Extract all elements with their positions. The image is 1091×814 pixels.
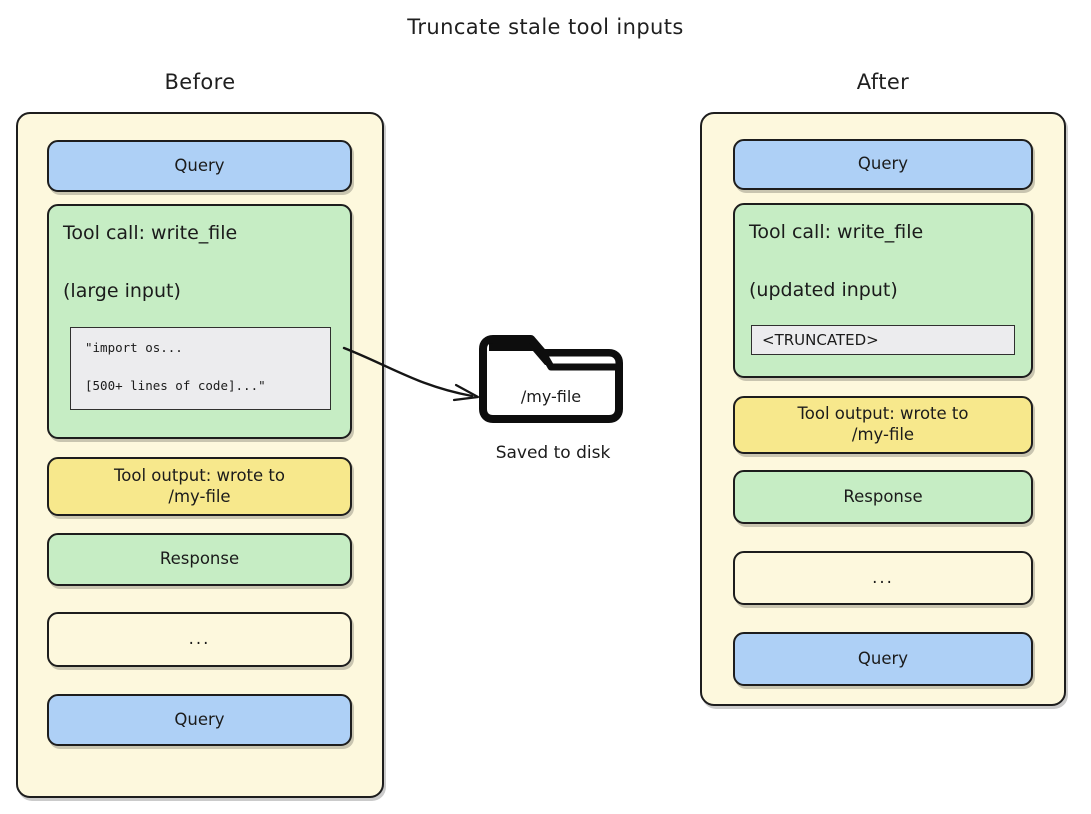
block-label: Query <box>174 155 225 175</box>
before-code-pane: "import os... [500+ lines of code]..." <box>70 327 331 410</box>
folder-group: /my-file Saved to disk <box>477 333 629 468</box>
after-query-block-bottom: Query <box>733 632 1033 686</box>
tool-output-line-2: /my-file <box>851 425 915 444</box>
block-label: ... <box>872 567 894 587</box>
block-label: Response <box>843 486 923 506</box>
before-tool-call-title: Tool call: write_file <box>63 222 238 244</box>
tool-output-line-1: Tool output: wrote to <box>797 404 969 424</box>
tool-output-line-2: /my-file <box>168 486 231 506</box>
after-response-block: Response <box>733 470 1033 524</box>
folder-caption: Saved to disk <box>495 443 611 463</box>
after-ellipsis-block: ... <box>733 551 1033 605</box>
before-tool-call-subtitle: (large input) <box>63 279 181 302</box>
truncated-label: <TRUNCATED> <box>762 331 879 349</box>
page-title: Truncate stale tool inputs <box>407 15 684 39</box>
before-tool-output-block: Tool output: wrote to /my-file <box>47 457 352 516</box>
code-line-1: "import os... <box>85 340 183 355</box>
code-line-2: [500+ lines of code]..." <box>85 378 266 394</box>
before-query-block-top: Query <box>47 140 352 192</box>
block-label: ... <box>188 629 211 649</box>
after-truncated-pane: <TRUNCATED> <box>751 325 1015 355</box>
folder-file-label: /my-file <box>520 387 582 406</box>
after-tool-output-block: Tool output: wrote to /my-file <box>733 396 1033 454</box>
column-heading-after: After <box>856 70 910 94</box>
before-response-block: Response <box>47 533 352 586</box>
block-label: Query <box>857 648 909 668</box>
block-label: Query <box>857 154 909 174</box>
column-heading-before: Before <box>164 70 236 94</box>
flow-arrow <box>342 346 480 402</box>
after-tool-call-title: Tool call: write_file <box>749 221 924 243</box>
block-label: Response <box>159 549 240 569</box>
after-tool-call-subtitle: (updated input) <box>749 278 898 301</box>
after-query-block-top: Query <box>733 139 1033 190</box>
before-query-block-bottom: Query <box>47 694 352 746</box>
folder-icon <box>479 335 623 423</box>
tool-output-line-1: Tool output: wrote to <box>114 465 285 485</box>
before-ellipsis-block: ... <box>47 612 352 667</box>
block-label: Query <box>174 709 225 729</box>
